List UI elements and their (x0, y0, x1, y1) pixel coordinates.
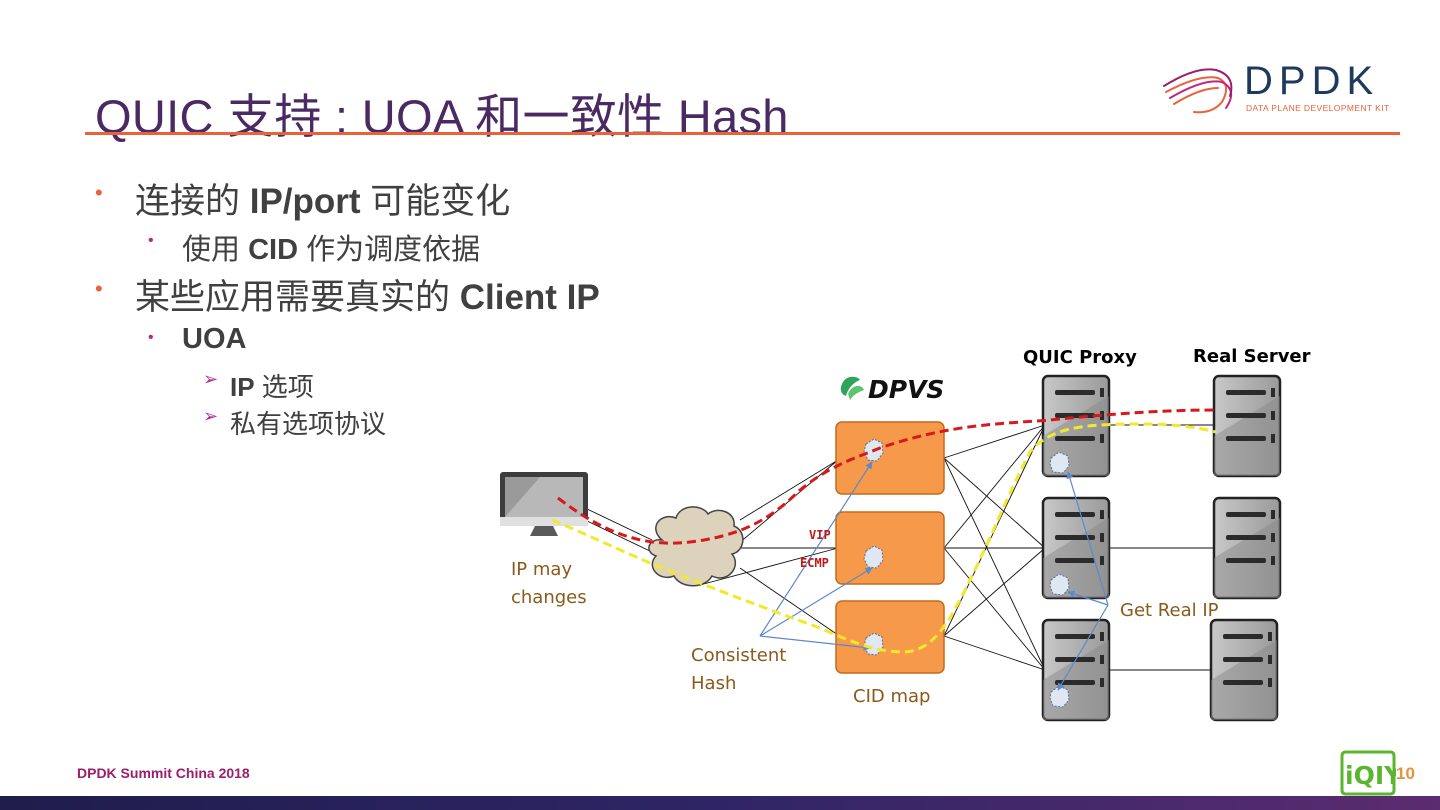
bullet-client-ip: 某些应用需要真实的 Client IP (135, 269, 600, 320)
dpvs-nodes (835, 421, 945, 674)
logo-tagline: DATA PLANE DEVELOPMENT KIT (1246, 103, 1390, 113)
consistent-hash-arrows (759, 461, 1109, 691)
consistent-hash-label: Hash (691, 673, 736, 694)
dpvs-logo: DPVS (840, 375, 944, 404)
bullet-bold-text: IP/port (249, 182, 361, 221)
client-ip-label: IP may (511, 559, 572, 580)
bullet-dot: • (95, 180, 103, 205)
bullet-uoa: UOA (182, 323, 247, 355)
bullet-private-option: 私有选项协议 (230, 409, 387, 439)
bullet-text: 作为调度依据 (298, 234, 481, 266)
internet-cloud-icon (648, 506, 744, 587)
bullet-bold-text: Client IP (459, 278, 600, 317)
logo-wordmark: DPDK (1244, 59, 1379, 103)
get-real-ip-label: Get Real IP (1120, 600, 1219, 621)
bullet-bold-text: IP (230, 372, 255, 402)
ecmp-label: ECMP (800, 556, 829, 570)
dpdk-logo: DPDK DATA PLANE DEVELOPMENT KIT (1163, 59, 1390, 114)
vip-label: VIP (809, 528, 831, 542)
client-computer-icon (500, 472, 588, 536)
bullet-text: 选项 (254, 372, 314, 402)
bullet-dot: • (148, 232, 154, 249)
bullet-dot: • (95, 276, 103, 301)
svg-text:iQIYI: iQIYI (1345, 761, 1396, 790)
bullet-bold-text: CID (248, 234, 299, 266)
bullet-ip-option: IP 选项 (230, 367, 314, 404)
page-number: 10 (1396, 764, 1415, 783)
red-traffic-path (557, 408, 1219, 545)
dpvs-node (835, 600, 945, 674)
footer-bar (0, 796, 1440, 810)
bullet-dot: • (148, 329, 154, 346)
yellow-traffic-path (551, 422, 1217, 654)
cid-map-label: CID map (853, 686, 930, 707)
bullet-text: 某些应用需要真实的 (135, 278, 460, 317)
title-underline (85, 132, 1400, 135)
arrow-bullet-icon: ➢ (203, 369, 219, 389)
bullet-text: 可能变化 (360, 182, 511, 221)
server-racks (1041, 374, 1282, 722)
bullet-text: 连接的 (135, 182, 250, 221)
bullet-cid: 使用 CID 作为调度依据 (182, 226, 480, 268)
bullet-ip-port: 连接的 IP/port 可能变化 (135, 173, 510, 224)
iqiyi-logo: iQIYI (1340, 750, 1396, 796)
consistent-hash-label: Consistent (691, 645, 786, 666)
arrow-bullet-icon: ➢ (203, 406, 219, 426)
client-ip-label: changes (511, 587, 587, 608)
footer-event-name: DPDK Summit China 2018 (77, 765, 250, 781)
column-label-real-server: Real Server (1193, 346, 1311, 367)
svg-text:DPVS: DPVS (868, 375, 944, 404)
bullet-text: 使用 (182, 234, 249, 266)
dpvs-node (835, 511, 945, 585)
column-label-quic-proxy: QUIC Proxy (1023, 347, 1137, 368)
